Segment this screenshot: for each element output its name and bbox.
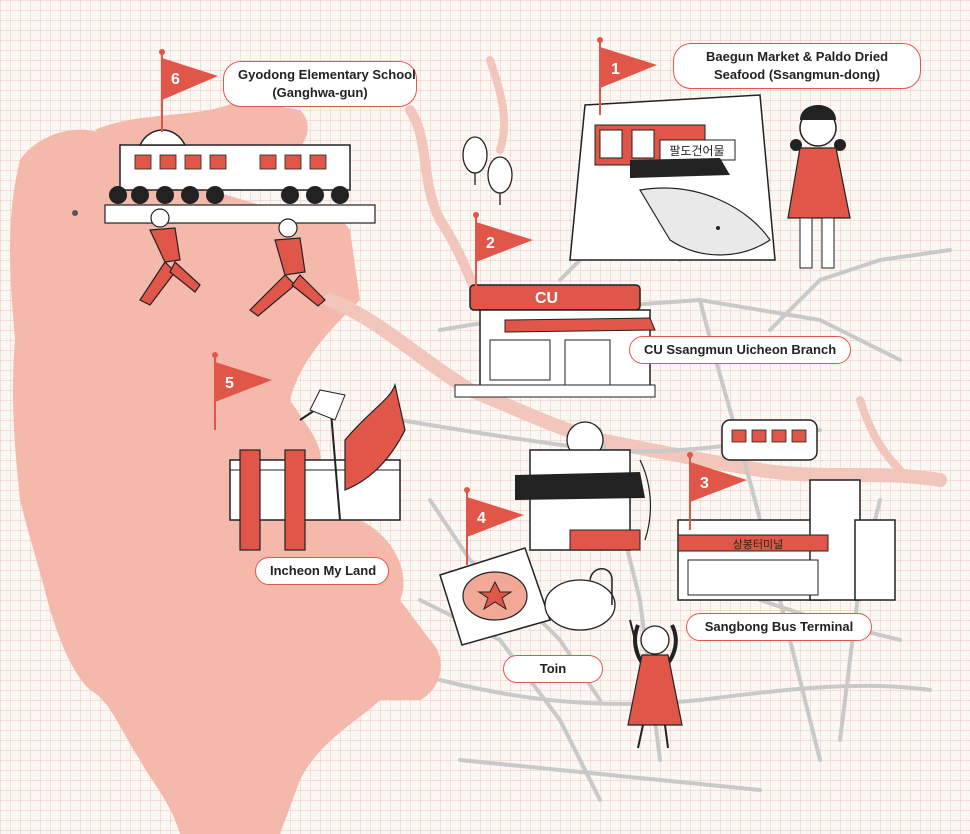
train-illustration: [721, 419, 818, 461]
label-gyodong-elementary-school[interactable]: Gyodong Elementary School (Ganghwa-gun): [223, 61, 417, 107]
dalgona-candy-illustration: [439, 547, 616, 646]
terminal-sign: 상봉터미널: [733, 538, 784, 551]
flag-6: 6: [159, 49, 218, 132]
label-line: Baegun Market & Paldo Dried: [705, 49, 889, 64]
seafood-shop-sign: 팔도건어물: [669, 144, 724, 158]
label-incheon-my-land[interactable]: Incheon My Land: [255, 557, 389, 585]
label-line: Sangbong Bus Terminal: [704, 619, 854, 634]
label-line: Toin: [539, 661, 567, 676]
convenience-store-illustration: CU: [454, 284, 656, 398]
label-baegun-market[interactable]: Baegun Market & Paldo Dried Seafood (Ssa…: [673, 43, 921, 89]
shop-toin-illustration: [515, 421, 652, 551]
island-dot: [72, 210, 78, 216]
girl-figure-pigtails: [787, 105, 851, 269]
flag-number: 4: [477, 510, 486, 527]
label-toin[interactable]: Toin: [503, 655, 603, 683]
woman-figure: [627, 619, 683, 749]
flag-number: 2: [486, 235, 495, 252]
school-illustration: [104, 129, 376, 224]
flag-number: 1: [611, 61, 620, 78]
bus-terminal-illustration: 상봉터미널: [677, 479, 896, 601]
label-line: Seafood (Ssangmun-dong): [713, 67, 881, 82]
amusement-park-illustration: [229, 382, 406, 551]
label-line: CU Ssangmun Uicheon Branch: [644, 342, 837, 357]
flag-3: 3: [687, 452, 747, 530]
flag-number: 6: [171, 71, 180, 88]
label-line: (Ganghwa-gun): [272, 85, 368, 100]
flag-number: 3: [700, 475, 709, 492]
river-branch-2: [856, 396, 904, 474]
flag-5: 5: [212, 352, 272, 430]
flag-number: 5: [225, 375, 234, 392]
label-line: Incheon My Land: [270, 563, 377, 578]
trees: [462, 136, 513, 205]
label-sangbong-bus-terminal[interactable]: Sangbong Bus Terminal: [686, 613, 872, 641]
flag-2: 2: [473, 212, 533, 290]
flag-4: 4: [464, 487, 524, 565]
river-branch-3: [486, 56, 509, 154]
flag-1: 1: [597, 37, 657, 115]
cu-logo-sign: CU: [535, 290, 558, 307]
running-figures: [139, 208, 326, 317]
label-line: Gyodong Elementary School: [238, 67, 416, 82]
market-illustration: 팔도건어물: [569, 94, 776, 261]
river-branch: [405, 105, 485, 305]
label-cu-ssangmun-uicheon-branch[interactable]: CU Ssangmun Uicheon Branch: [629, 336, 851, 364]
